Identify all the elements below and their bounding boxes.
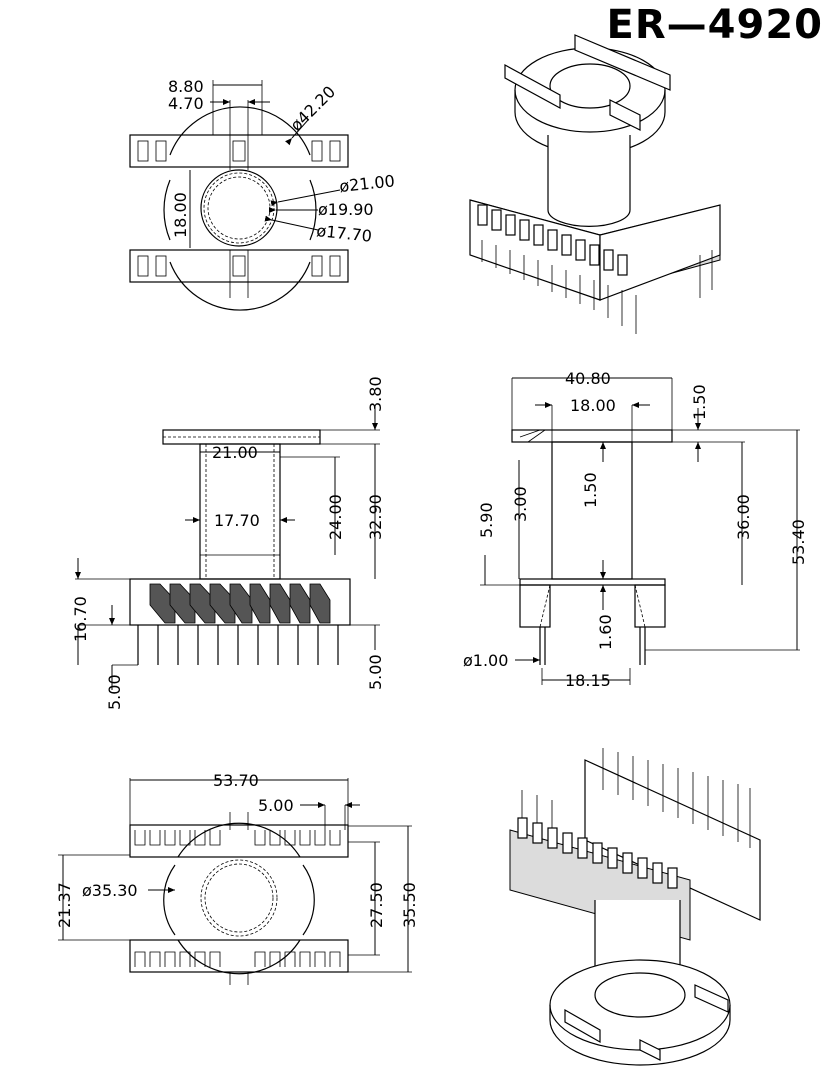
dim-27-50: 27.50 [367,882,386,928]
dim-42-20: ø42.20 [286,82,339,135]
dim-35-30: ø35.30 [82,881,138,900]
dim-5-90: 5.90 [477,502,496,538]
dim-8-80: 8.80 [168,77,204,96]
iso-view-bottom [509,748,761,1066]
dim-19-90: ø19.90 [318,200,374,219]
dim-16-70: 16.70 [71,596,90,642]
dim-17-70-front: 17.70 [214,511,260,530]
dim-53-70: 53.70 [213,771,259,790]
dim-36-00: 36.00 [734,494,753,540]
dim-18-00-top: 18.00 [171,192,190,238]
dim-32-90: 32.90 [366,494,385,540]
dim-17-70: ø17.70 [316,221,373,246]
dim-5-00-bottom: 5.00 [258,796,294,815]
dim-40-80: 40.80 [565,369,611,388]
side-view: 40.80 18.00 1.50 36.00 53.40 1.50 3.00 5… [463,369,808,690]
dim-5-00-left: 5.00 [105,674,124,710]
dim-18-15: 18.15 [565,671,611,690]
drawing-title: ER—4920 [606,2,823,48]
top-view: 8.80 4.70 ø42.20 ø21.00 ø19.90 ø17.70 18… [129,77,396,311]
dim-21-37: 21.37 [55,882,74,928]
dim-35-50: 35.50 [400,882,419,928]
dim-3-00: 3.00 [511,486,530,522]
dim-24-00: 24.00 [326,494,345,540]
iso-view-top [469,34,721,334]
dim-1-00: ø1.00 [463,651,508,670]
dim-3-80: 3.80 [366,376,385,412]
dim-18-00-side: 18.00 [570,396,616,415]
front-view: 3.80 21.00 24.00 32.90 17.70 16.70 5.00 … [71,376,385,710]
dim-1-50-top: 1.50 [690,384,709,420]
bottom-view: 53.70 5.00 ø35.30 21.37 27.50 35.50 [55,771,419,985]
dim-21-00-front: 21.00 [212,443,258,462]
dim-21-00: ø21.00 [338,171,395,196]
dim-53-40: 53.40 [789,519,808,565]
dim-5-00-right: 5.00 [366,654,385,690]
dim-1-60: 1.60 [596,614,615,650]
dim-4-70: 4.70 [168,94,204,113]
dim-1-50-mid: 1.50 [581,472,600,508]
